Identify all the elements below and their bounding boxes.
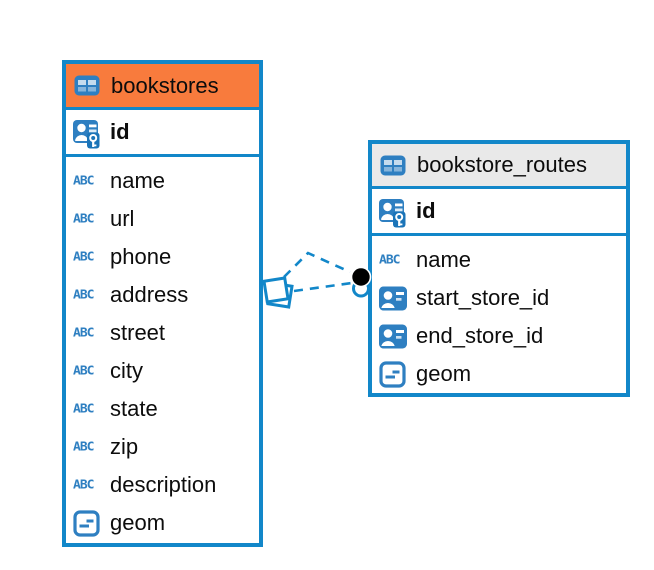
text-type-icon: ABC: [73, 212, 94, 226]
table-title: bookstores: [111, 72, 219, 98]
field-row[interactable]: geom: [66, 504, 259, 542]
table-title: bookstore_routes: [417, 152, 587, 177]
field-row[interactable]: ABC address: [66, 276, 259, 314]
field-row[interactable]: ABC description: [66, 466, 259, 504]
relation-line-lower[interactable]: [293, 281, 353, 293]
text-type-icon: ABC: [73, 478, 94, 492]
reference-icon: [379, 324, 407, 349]
text-type-icon: ABC: [73, 250, 94, 264]
geometry-type-icon: [379, 360, 407, 388]
table-bookstore-routes-header[interactable]: bookstore_routes: [372, 144, 626, 189]
table-icon: [74, 75, 102, 96]
field-name: id: [416, 198, 436, 223]
relation-line-upper[interactable]: [283, 251, 351, 278]
primary-key-icon: [73, 119, 101, 150]
field-row[interactable]: start_store_id: [372, 279, 626, 317]
table-bookstores-header[interactable]: bookstores: [66, 64, 259, 110]
field-row-pk[interactable]: id: [66, 110, 259, 157]
field-name: end_store_id: [416, 323, 544, 348]
field-row[interactable]: ABC phone: [66, 238, 259, 276]
text-type-icon: ABC: [73, 440, 94, 454]
text-type-icon: ABC: [73, 402, 94, 416]
table-bookstore-routes[interactable]: bookstore_routes id ABC: [368, 140, 630, 397]
text-type-icon: ABC: [73, 288, 94, 302]
reference-icon: [379, 286, 407, 311]
field-name: city: [110, 358, 143, 383]
field-name: geom: [110, 510, 166, 535]
field-row[interactable]: ABC state: [66, 390, 259, 428]
field-name: street: [110, 320, 166, 345]
field-row[interactable]: ABC url: [66, 200, 259, 238]
field-name: description: [110, 472, 217, 497]
field-name: state: [110, 396, 158, 421]
text-type-icon: ABC: [379, 253, 400, 267]
field-list: ABC name ABC url ABC phone ABC address A…: [66, 157, 259, 542]
field-row[interactable]: end_store_id: [372, 317, 626, 355]
foreign-key-relation[interactable]: [262, 251, 372, 309]
relation-square-marker[interactable]: [262, 276, 294, 309]
field-name: name: [110, 168, 166, 193]
field-name: name: [416, 247, 472, 272]
field-name: geom: [416, 361, 472, 386]
field-name: zip: [110, 434, 139, 459]
field-name: start_store_id: [416, 285, 550, 310]
text-type-icon: ABC: [73, 326, 94, 340]
field-row[interactable]: ABC name: [372, 241, 626, 279]
relation-dot-marker[interactable]: [350, 266, 372, 298]
text-type-icon: ABC: [73, 174, 94, 188]
field-row[interactable]: geom: [372, 355, 626, 393]
field-row-pk[interactable]: id: [372, 189, 626, 236]
field-row[interactable]: ABC name: [66, 162, 259, 200]
field-name: id: [110, 119, 130, 144]
table-icon: [380, 155, 408, 176]
geometry-type-icon: [73, 509, 101, 537]
field-row[interactable]: ABC street: [66, 314, 259, 352]
field-row[interactable]: ABC zip: [66, 428, 259, 466]
field-row[interactable]: ABC city: [66, 352, 259, 390]
table-bookstores[interactable]: bookstores id ABC: [62, 60, 263, 547]
primary-key-icon: [379, 198, 407, 229]
field-name: phone: [110, 244, 172, 269]
field-name: address: [110, 282, 189, 307]
field-list: ABC name start_store_id: [372, 236, 626, 393]
field-name: url: [110, 206, 135, 231]
text-type-icon: ABC: [73, 364, 94, 378]
